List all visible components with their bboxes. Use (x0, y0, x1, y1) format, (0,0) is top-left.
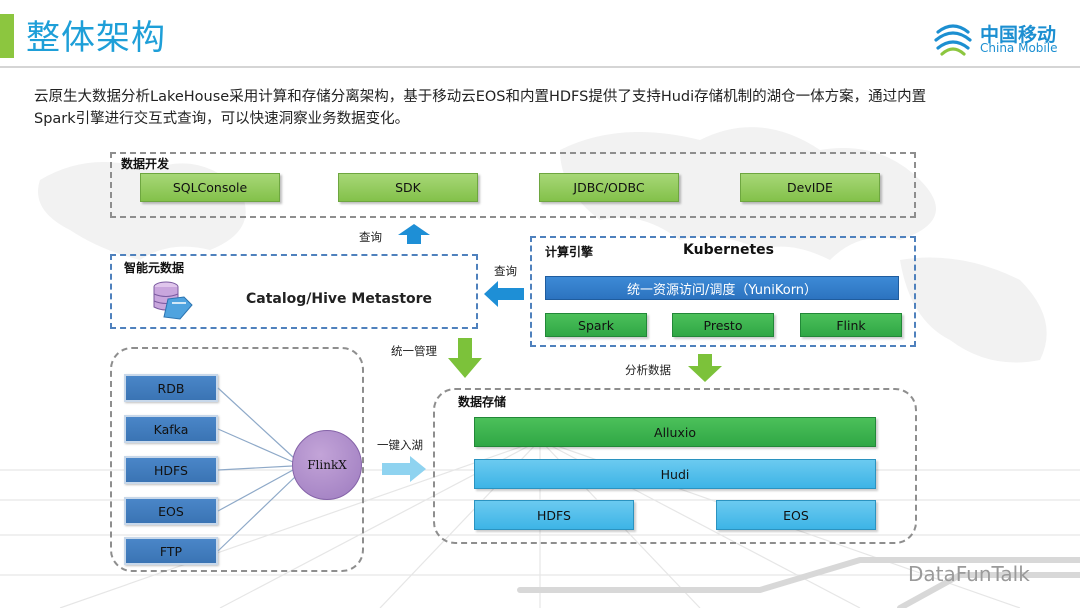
engine-presto: Presto (672, 313, 774, 337)
tool-jdbc-odbc: JDBC/ODBC (539, 173, 679, 202)
flinkx-hub: FlinkX (292, 430, 362, 500)
storage-hudi: Hudi (474, 459, 876, 489)
logo-text-english: China Mobile (980, 41, 1058, 55)
ingest-label: 一键入湖 (377, 438, 423, 452)
metastore-name: Catalog/Hive Metastore (246, 291, 433, 307)
intro-line: Spark引擎进行交互式查询，可以快速洞察业务数据变化。 (34, 111, 410, 127)
data-dev-label: 数据开发 (121, 157, 170, 171)
data-storage-label: 数据存储 (458, 395, 507, 409)
tool-sqlconsole: SQLConsole (140, 173, 280, 202)
data-dev-frame (110, 152, 916, 218)
arrow-right-icon (382, 456, 426, 482)
source-eos: EOS (124, 497, 218, 525)
storage-alluxio: Alluxio (474, 417, 876, 447)
scheduler-bar: 统一资源访问/调度（YuniKorn） (545, 276, 899, 300)
manage-label: 统一管理 (391, 344, 437, 358)
watermark: DataFunTalk (908, 562, 1030, 586)
title-divider (0, 66, 1080, 68)
logo-text-chinese: 中国移动 (980, 24, 1057, 46)
metadata-label: 智能元数据 (124, 261, 185, 275)
tool-sdk: SDK (338, 173, 478, 202)
data-sources-frame (110, 347, 364, 572)
metadata-frame (110, 254, 478, 329)
engine-spark: Spark (545, 313, 647, 337)
intro-paragraph: 云原生大数据分析LakeHouse采用计算和存储分离架构，基于移动云EOS和内置… (34, 86, 1044, 130)
page-title: 整体架构 (26, 18, 166, 58)
china-mobile-logo-icon (934, 24, 972, 56)
kubernetes-label: Kubernetes (683, 242, 774, 258)
source-ftp: FTP (124, 537, 218, 565)
compute-engine-frame (530, 236, 916, 347)
compute-engine-label: 计算引擎 (545, 245, 594, 259)
source-kafka: Kafka (124, 415, 218, 443)
arrow-down-green-icon (688, 354, 722, 382)
arrow-left-icon (484, 281, 524, 307)
source-rdb: RDB (124, 374, 218, 402)
tool-devide: DevIDE (740, 173, 880, 202)
query-left-label: 查询 (494, 264, 517, 278)
intro-line: 云原生大数据分析LakeHouse采用计算和存储分离架构，基于移动云EOS和内置… (34, 89, 927, 105)
title-accent-bar (0, 14, 14, 58)
engine-flink: Flink (800, 313, 902, 337)
database-icon (153, 281, 193, 320)
arrow-down-green-icon (448, 338, 482, 378)
storage-hdfs: HDFS (474, 500, 634, 530)
source-hdfs: HDFS (124, 456, 218, 484)
arrow-up-icon (398, 224, 430, 244)
analyze-label: 分析数据 (625, 363, 671, 377)
data-storage-frame (433, 388, 917, 544)
storage-eos: EOS (716, 500, 876, 530)
query-up-label: 查询 (359, 230, 382, 244)
